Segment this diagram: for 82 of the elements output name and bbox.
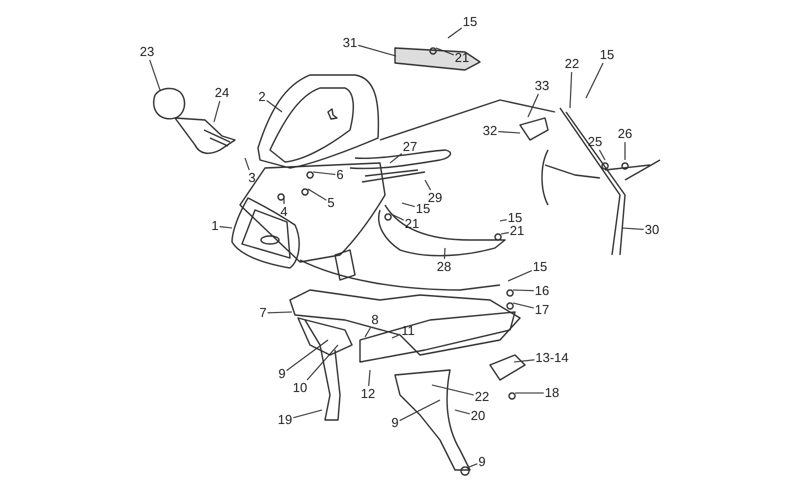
- callout-number: 8: [371, 313, 379, 327]
- leader-line: [392, 334, 400, 338]
- callout-number: 31: [342, 36, 358, 50]
- leader-line: [444, 248, 446, 260]
- leader-line: [512, 289, 534, 292]
- leader-line: [512, 302, 534, 309]
- callout-number: 21: [510, 224, 524, 238]
- leader-line: [390, 214, 404, 221]
- leader-line: [390, 153, 402, 164]
- leader-line: [149, 60, 161, 90]
- callout-number: 22: [564, 57, 580, 71]
- leader-line: [508, 270, 532, 282]
- callout-number: 3: [248, 171, 256, 185]
- leader-line: [498, 131, 520, 134]
- callout-number: 9: [391, 416, 399, 430]
- callout-number: 25: [588, 135, 602, 149]
- leader-line: [402, 202, 415, 208]
- callout-number: 7: [259, 306, 267, 320]
- callout-number: 10: [292, 381, 308, 395]
- leader-line: [268, 311, 292, 314]
- callout-number: 4: [280, 205, 288, 219]
- leader-line: [266, 100, 282, 112]
- leader-line: [432, 384, 474, 396]
- callout-number: 1: [211, 219, 219, 233]
- callout-number: 15: [508, 211, 522, 225]
- leader-line: [399, 400, 440, 422]
- leader-line: [515, 392, 544, 394]
- callout-number: 24: [214, 86, 230, 100]
- callout-number: 11: [401, 324, 415, 338]
- callout-number: 13-14: [535, 351, 569, 365]
- leader-line: [500, 232, 509, 235]
- callout-number: 6: [336, 168, 344, 182]
- leader-line: [220, 226, 232, 229]
- callout-number: 15: [462, 15, 478, 29]
- leader-line: [308, 188, 327, 201]
- callout-number: 26: [618, 127, 632, 141]
- leader-line: [283, 197, 285, 204]
- callout-number: 33: [534, 79, 550, 93]
- leader-line: [368, 370, 371, 386]
- callout-number: 19: [278, 413, 292, 427]
- leader-line: [448, 28, 462, 38]
- leader-line: [528, 94, 539, 118]
- callout-number: 17: [534, 303, 550, 317]
- callout-number: 32: [482, 124, 498, 138]
- callout-number: 9: [478, 455, 486, 469]
- leader-line: [500, 219, 507, 222]
- leader-line: [213, 100, 220, 122]
- callout-number: 27: [402, 140, 418, 154]
- leader-line: [293, 409, 322, 418]
- callout-number: 23: [140, 45, 154, 59]
- leader-line: [364, 328, 371, 338]
- leader-line: [358, 44, 396, 57]
- leader-line: [514, 359, 534, 363]
- callout-number: 2: [258, 90, 266, 104]
- callout-number: 22: [474, 390, 490, 404]
- callout-number: 18: [544, 386, 560, 400]
- leader-line: [436, 47, 454, 56]
- callout-number: 29: [428, 191, 442, 205]
- leader-line: [468, 463, 478, 468]
- leader-line: [622, 227, 644, 230]
- leader-line: [598, 150, 606, 160]
- leader-line: [286, 340, 328, 372]
- callout-number: 30: [644, 223, 660, 237]
- callout-number: 15: [532, 260, 548, 274]
- leader-line: [312, 171, 336, 176]
- callout-number: 15: [600, 48, 614, 62]
- leader-line: [586, 62, 604, 98]
- leader-line: [306, 344, 338, 380]
- callout-number: 9: [278, 367, 286, 381]
- callout-number: 16: [534, 284, 550, 298]
- callout-number: 21: [454, 51, 470, 65]
- callout-number: 5: [327, 196, 335, 210]
- leader-line: [624, 142, 626, 160]
- leader-line: [244, 158, 250, 170]
- leader-line: [454, 409, 470, 414]
- callout-number: 12: [360, 387, 376, 401]
- leader-line: [569, 72, 572, 108]
- callout-number: 28: [436, 260, 452, 274]
- callout-number: 15: [416, 202, 430, 216]
- callout-number: 21: [404, 217, 420, 231]
- leader-line: [424, 180, 432, 190]
- callout-number: 20: [470, 409, 486, 423]
